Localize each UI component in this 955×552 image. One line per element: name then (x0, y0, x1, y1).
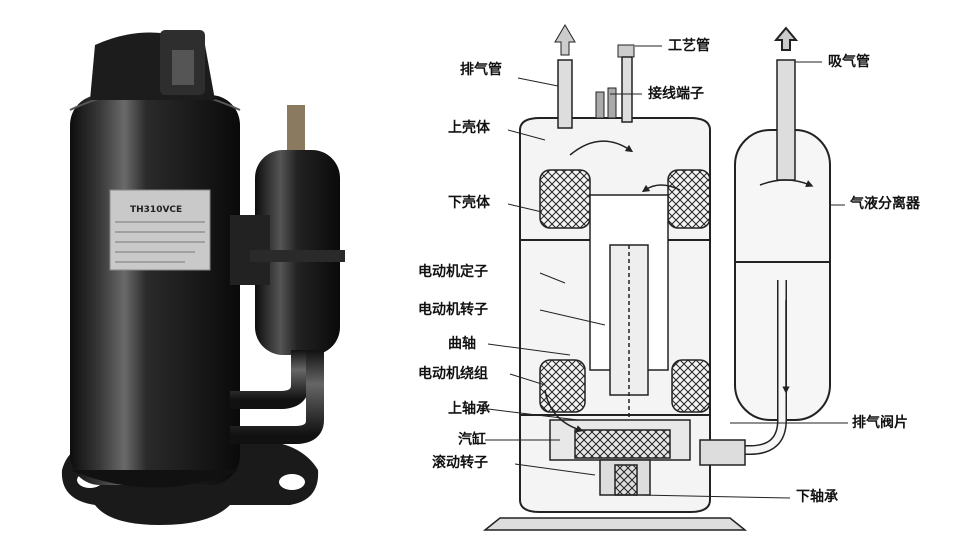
label-crankshaft: 曲轴 (448, 336, 476, 352)
label-upper-shell: 上壳体 (448, 120, 490, 136)
label-lower-bearing: 下轴承 (796, 489, 838, 505)
label-terminal: 接线端子 (648, 86, 704, 102)
label-discharge-valve: 排气阀片 (852, 415, 908, 431)
rotor-core (589, 194, 669, 470)
cylinder-assembly (549, 419, 691, 496)
craft-tube-drawing (617, 44, 635, 123)
accumulator-photo (230, 105, 345, 355)
nameplate-model: TH310VCE (130, 205, 182, 215)
discharge-valve-drawing (699, 439, 746, 466)
exhaust-pipe-drawing (554, 24, 576, 129)
label-rotor: 电动机转子 (418, 302, 488, 318)
label-rolling-rotor: 滚动转子 (432, 455, 488, 471)
label-suction-pipe: 吸气管 (828, 54, 870, 70)
label-stator: 电动机定子 (418, 264, 488, 280)
label-separator: 气液分离器 (850, 196, 920, 212)
label-winding: 电动机绕组 (418, 366, 488, 382)
label-exhaust-pipe: 排气管 (460, 62, 502, 78)
label-lower-shell: 下壳体 (448, 195, 490, 211)
terminal-drawing (595, 87, 617, 119)
stator-upper-windings (539, 169, 711, 229)
label-upper-bearing: 上轴承 (448, 401, 490, 417)
compressor-photo: TH310VCE (61, 30, 345, 525)
label-craft-tube: 工艺管 (668, 38, 710, 54)
label-cylinder: 汽缸 (458, 432, 486, 448)
stator-lower-windings (539, 359, 711, 413)
separator-drawing (720, 26, 831, 455)
terminal-cover (90, 30, 215, 100)
compressor-cutaway-diagram (482, 24, 848, 531)
compressor-shell (69, 89, 241, 488)
leader-lines (485, 45, 848, 499)
suction-pipes (230, 350, 324, 444)
base-plate (482, 517, 748, 531)
nameplate: TH310VCE (109, 189, 211, 271)
flow-arrows (544, 140, 681, 433)
